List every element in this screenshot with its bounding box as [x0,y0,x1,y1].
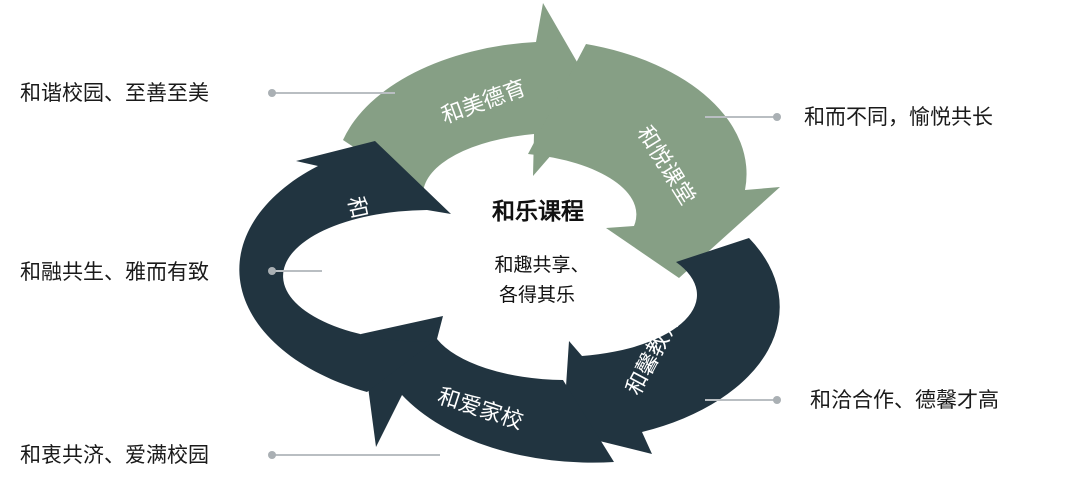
outer-label-cooperation: 和洽合作、德馨才高 [810,388,999,412]
segment-arrow-home-school [361,316,614,463]
leader-dot-2 [773,113,781,121]
leader-dot-3 [773,396,781,404]
leader-lines [268,89,781,459]
leader-dot-5 [268,267,276,275]
center-subtitle-line2: 各得其乐 [499,284,575,306]
outer-label-coexistence: 和融共生、雅而有致 [20,260,209,284]
center-title: 和乐课程 [492,199,584,225]
segment-arrow-classroom [528,44,780,278]
outer-label-love-campus: 和衷共济、爱满校园 [20,443,209,467]
leader-dot-4 [268,451,276,459]
segment-arrow-teachers [563,238,780,454]
center-subtitle-line1: 和趣共享、 [494,254,589,276]
cycle-segments [239,3,780,463]
outer-label-growth-together: 和而不同，愉悦共长 [804,105,993,129]
segment-arrow-campus [239,141,451,392]
outer-label-harmonious-campus: 和谐校园、至善至美 [20,81,209,105]
leader-dot-1 [268,89,276,97]
